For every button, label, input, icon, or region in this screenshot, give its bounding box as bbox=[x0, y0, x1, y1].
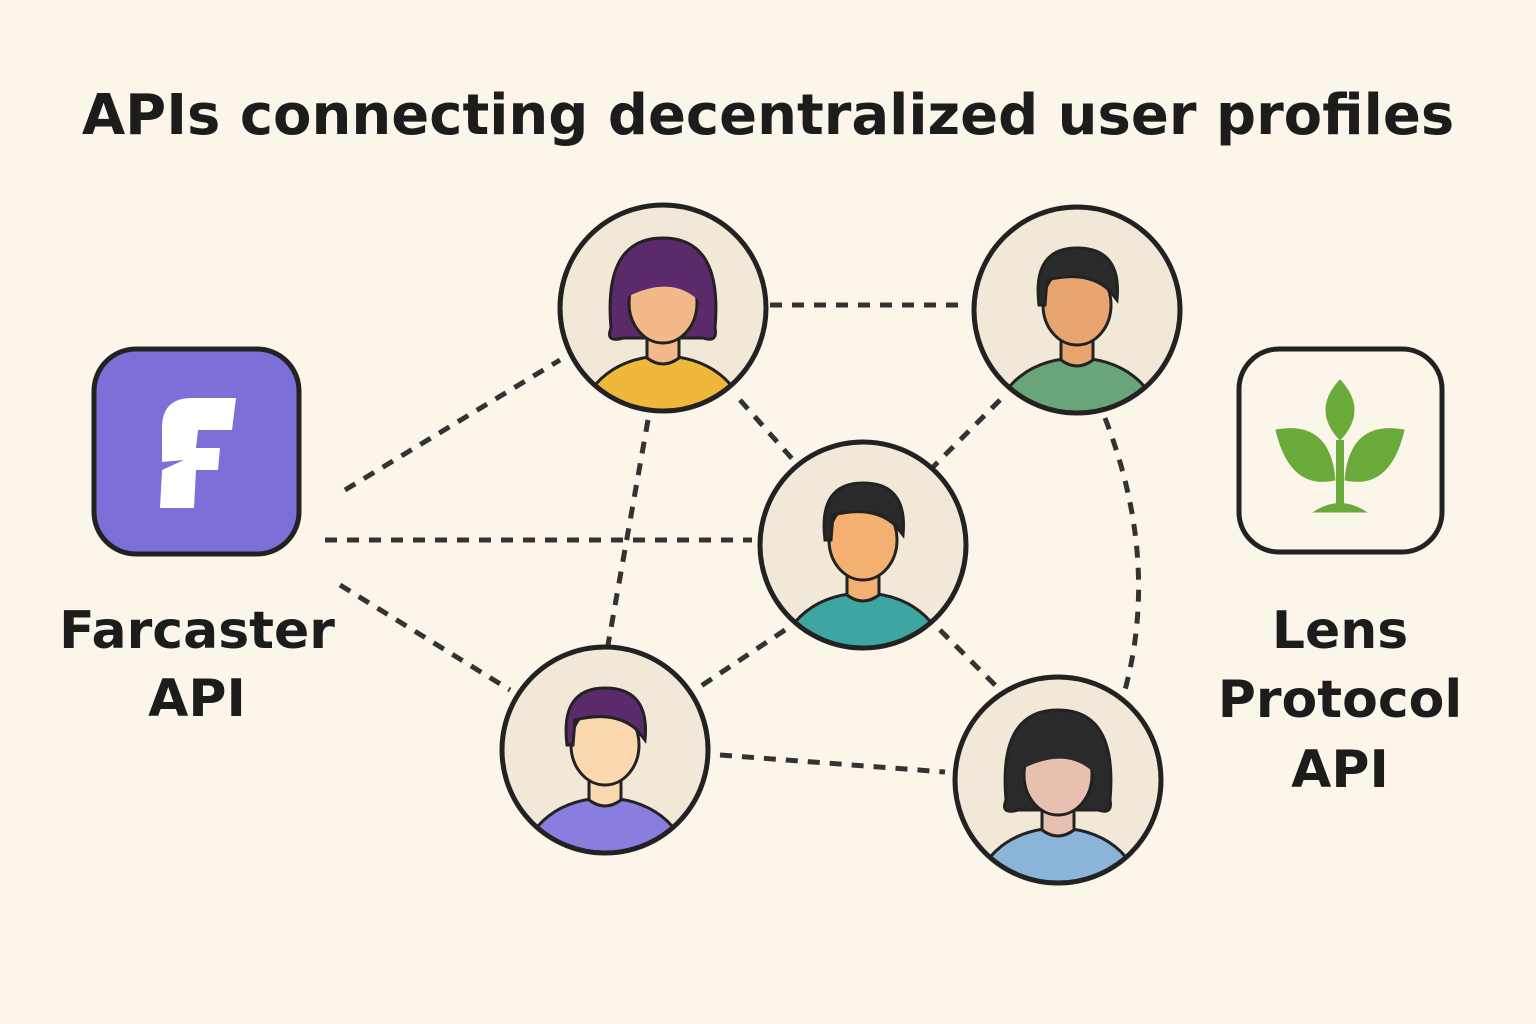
edge-top-left-bottom-left bbox=[605, 419, 651, 646]
lens-node: Lens Protocol API bbox=[1218, 346, 1462, 800]
farcaster-f-icon bbox=[160, 398, 236, 508]
edge-bottom-left-bottom-right bbox=[719, 752, 946, 775]
shirt bbox=[976, 826, 1140, 883]
edge-top-left-center bbox=[738, 398, 797, 464]
diagram-title: APIs connecting decentralized user profi… bbox=[82, 83, 1454, 148]
farcaster-label-line1: Farcaster bbox=[59, 601, 335, 661]
avatar-user-top-right bbox=[971, 204, 1183, 416]
edge-center-bottom-right bbox=[938, 628, 1002, 692]
connection-lines bbox=[325, 302, 1142, 775]
lens-label-line1: Lens bbox=[1272, 601, 1408, 661]
shirt bbox=[523, 796, 687, 853]
avatar-user-bottom-left bbox=[499, 644, 711, 856]
edge-center-bottom-left bbox=[693, 627, 787, 693]
farcaster-label-line2: API bbox=[148, 669, 246, 729]
shirt bbox=[781, 591, 945, 648]
edge-farcaster-user-bottom-left bbox=[338, 582, 512, 693]
edge-top-right-center bbox=[931, 398, 1002, 469]
edge-top-right-bottom-right bbox=[1102, 417, 1142, 691]
lens-plant-icon bbox=[1275, 379, 1405, 513]
lens-label-line3: API bbox=[1291, 740, 1389, 800]
shirt bbox=[995, 356, 1159, 413]
farcaster-node: Farcaster API bbox=[59, 346, 335, 729]
shirt bbox=[581, 354, 745, 411]
avatar-user-center bbox=[757, 439, 969, 651]
edge-farcaster-user-top-left bbox=[343, 357, 562, 493]
avatar-user-bottom-right bbox=[952, 674, 1164, 886]
lens-label-line2: Protocol bbox=[1218, 670, 1462, 730]
avatar-user-top-left bbox=[557, 202, 769, 414]
